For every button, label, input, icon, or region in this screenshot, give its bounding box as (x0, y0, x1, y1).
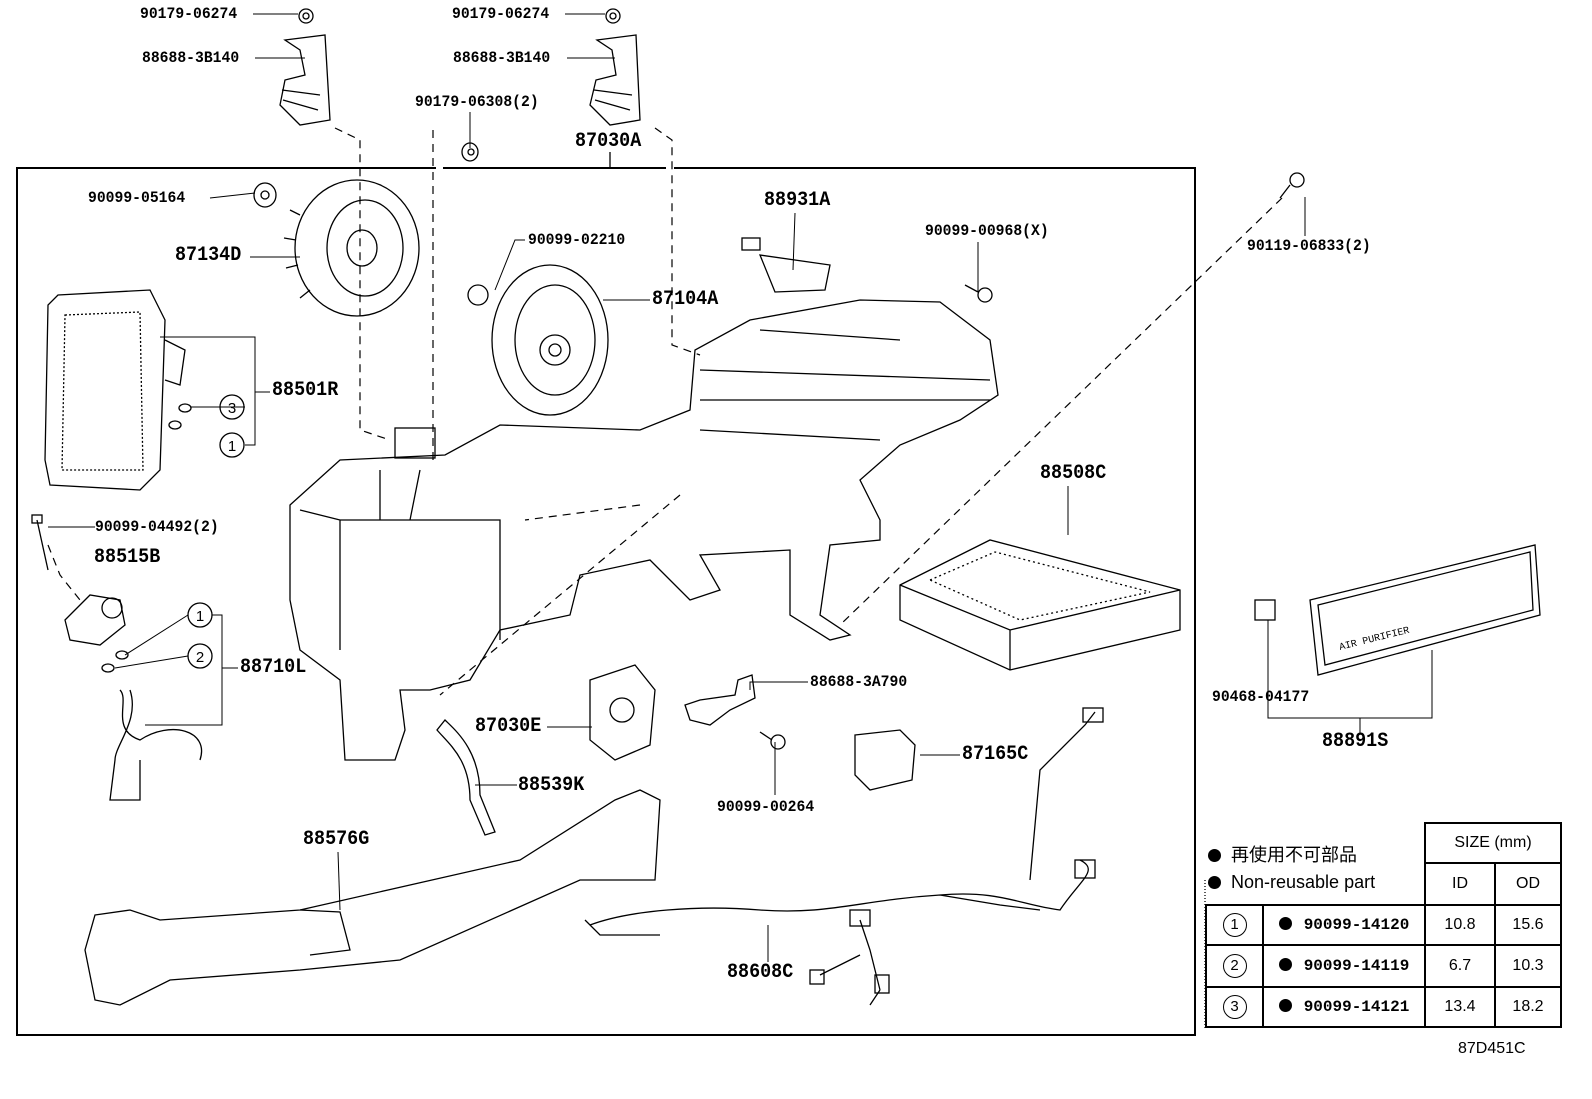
duct-icon (84, 789, 661, 1006)
part-label: 88710L (240, 656, 307, 679)
bullet-icon (1208, 849, 1221, 862)
ref-circle-1: 1 (187, 602, 213, 628)
part-label: 88931A (764, 189, 831, 212)
nut-icon (298, 8, 314, 24)
part-label: 88688-3A790 (810, 673, 908, 691)
col-id: ID (1424, 862, 1496, 906)
diagram-code: 87D451C (1458, 1040, 1526, 1057)
clip-icon (1254, 599, 1276, 621)
part-label: 88688-3B140 (453, 49, 551, 67)
part-label: 90179-06308(2) (415, 93, 539, 111)
part-label: 88891S (1322, 730, 1389, 753)
part-label: 88508C (1040, 462, 1107, 485)
o-ring-icon (101, 650, 129, 673)
part-label: 87030E (475, 715, 542, 738)
ref-circle-2: 2 (187, 643, 213, 669)
part-label: 88608C (727, 961, 794, 984)
part-label: 87134D (175, 244, 242, 267)
bracket-icon (589, 34, 641, 126)
bracket-icon (684, 674, 756, 726)
part-label: 90099-00968(X) (925, 222, 1049, 240)
screw-icon (253, 182, 277, 208)
nut-icon (461, 142, 479, 162)
part-label: 90119-06833(2) (1247, 237, 1371, 255)
part-label: 88501R (272, 379, 339, 402)
amplifier-icon (854, 729, 916, 791)
servo-motor-icon (589, 664, 656, 761)
resistor-icon (741, 237, 831, 293)
blower-fan-icon (283, 179, 420, 317)
bolt-icon (1279, 172, 1305, 199)
legend: 再使用不可部品 Non-reusable part (1208, 842, 1375, 896)
air-purifier-icon: AIR PURIFIER (1309, 544, 1541, 676)
expansion-valve-icon (64, 594, 126, 646)
part-label: 87165C (962, 743, 1029, 766)
part-label: 90179-06274 (140, 5, 238, 23)
cabin-filter-icon (899, 539, 1181, 671)
part-label: 90099-02210 (528, 231, 626, 249)
part-label: 87104A (652, 288, 719, 311)
tube-icon (109, 689, 203, 801)
part-label: 90099-00264 (717, 798, 815, 816)
drain-hose-icon (436, 719, 496, 836)
legend-en: Non-reusable part (1208, 869, 1375, 896)
bullet-icon (1278, 958, 1292, 971)
screw-icon (759, 731, 786, 750)
nut-icon (605, 8, 621, 24)
purifier-logo: AIR PURIFIER (1338, 626, 1411, 654)
part-label: 90179-06274 (452, 5, 550, 23)
part-label: 90099-05164 (88, 189, 186, 207)
assembly-frame (16, 152, 1196, 1036)
bracket-icon (279, 34, 331, 126)
evaporator-icon (44, 289, 186, 491)
col-od: OD (1494, 862, 1562, 906)
screw-icon (964, 284, 993, 303)
screw-icon (31, 514, 49, 571)
bullet-icon (1208, 876, 1221, 889)
part-label: 87030A (575, 130, 642, 153)
part-label: 90468-04177 (1212, 688, 1310, 706)
o-ring-icon (168, 403, 192, 430)
legend-jp: 再使用不可部品 (1208, 842, 1375, 869)
bullet-icon (1278, 999, 1292, 1012)
part-label: 88576G (303, 828, 370, 851)
ref-circle-3: 3 (219, 394, 245, 420)
svg-text:1: 1 (228, 438, 236, 455)
part-label: 88539K (518, 774, 585, 797)
svg-text:1: 1 (196, 608, 204, 625)
hvac-unit-icon (289, 299, 999, 761)
leader-lines (48, 13, 1433, 962)
part-label: 90099-04492(2) (95, 518, 219, 536)
blower-motor-icon (491, 264, 609, 416)
clip-icon (467, 284, 489, 306)
bullet-icon (1278, 917, 1292, 930)
part-label: 88688-3B140 (142, 49, 240, 67)
part-label: 88515B (94, 546, 161, 569)
ref-circle-1: 1 (219, 432, 245, 458)
dashed-guide-lines (47, 127, 1283, 696)
svg-text:3: 3 (228, 400, 236, 417)
wire-harness-icon (584, 707, 1104, 1006)
size-header: SIZE (mm) (1424, 822, 1562, 864)
svg-text:2: 2 (196, 649, 204, 666)
